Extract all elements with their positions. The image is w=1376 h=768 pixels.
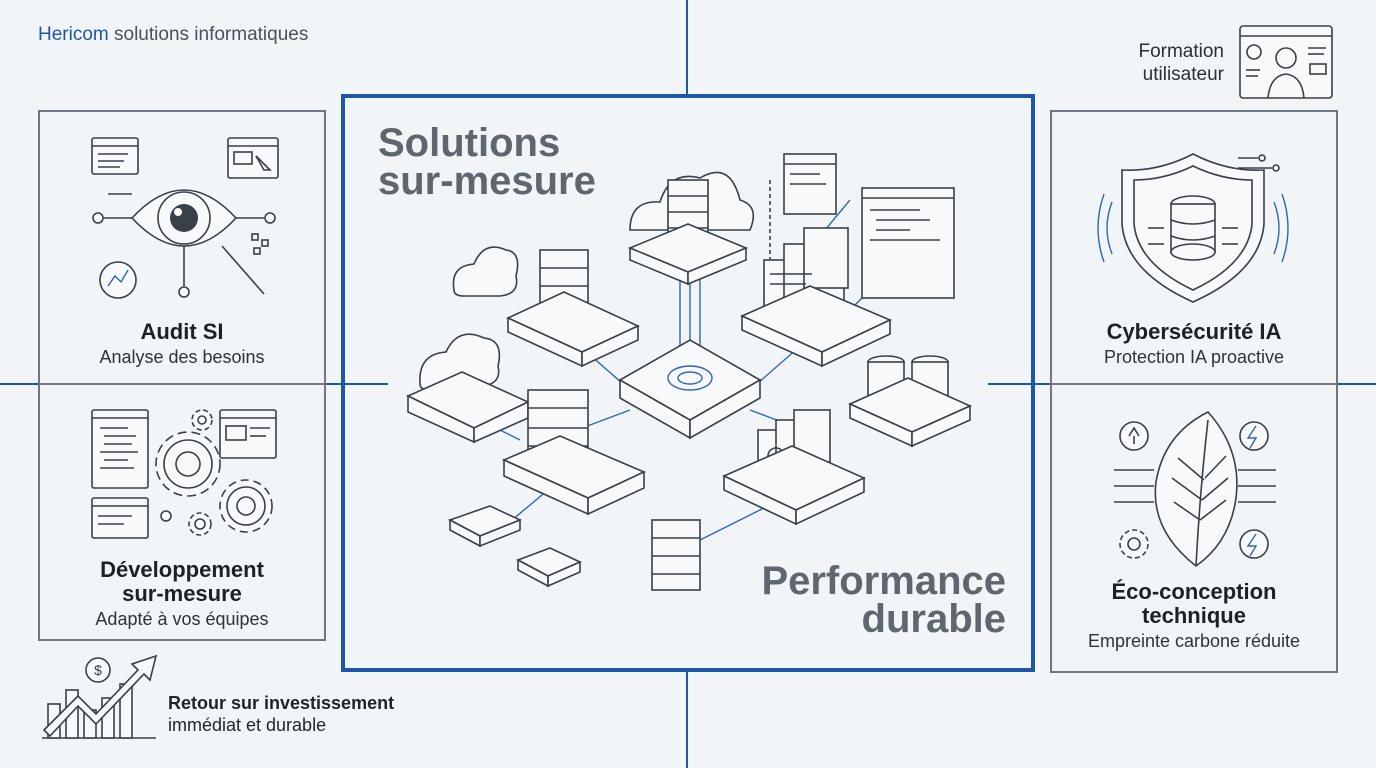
brand-tagline: solutions informatiques [114,24,309,45]
dev-title: Développement sur-mesure [40,558,324,606]
eco-title-line1: Éco-conception [1111,579,1277,604]
eco-title: Éco-conception technique [1052,580,1336,628]
roi-line2: immédiat et durable [168,715,327,735]
center-heading-top-line1: Solutions [378,121,561,165]
center-heading-top: Solutions sur-mesure [378,121,596,203]
growth-chart-icon: $ [42,654,158,739]
panel-center [341,94,1035,672]
formation-line1: Formation [1138,41,1224,62]
dev-title-line1: Développement [100,557,264,582]
brand-name: Hericom [38,24,109,45]
panel-eco-design [1050,383,1338,673]
leaf-circuit-icon [1114,411,1276,567]
eco-subtitle: Empreinte carbone réduite [1087,631,1301,651]
dev-subtitle: Adapté à vos équipes [95,609,269,629]
center-heading-bottom-line2: durable [861,597,1006,641]
user-training-icon [1239,25,1333,99]
dev-title-line2: sur-mesure [122,581,242,606]
eye-magnifier-icon [91,137,279,299]
guide-line-vertical-top [686,0,688,95]
dollar-sign: $ [94,662,102,678]
guide-line-vertical-bottom [686,670,688,768]
roi-label: Retour sur investissement immédiat et du… [168,692,394,736]
brand-title: Hericom solutions informatiques [38,24,308,46]
center-heading-top-line2: sur-mesure [378,159,596,203]
formation-label: Formation utilisateur [1100,40,1224,86]
audit-title: Audit SI [140,319,224,344]
cyber-subtitle: Protection IA proactive [1103,347,1285,367]
gears-code-icon [91,409,277,539]
center-heading-bottom-line1: Performance [761,559,1006,603]
network-infrastructure-illustration [406,153,972,591]
formation-line2: utilisateur [1142,64,1224,85]
center-heading-bottom: Performance durable [700,559,1006,641]
audit-subtitle: Analyse des besoins [99,347,265,367]
panel-development [38,383,326,641]
cyber-title: Cybersécurité IA [1106,319,1282,344]
roi-line1: Retour sur investissement [168,693,395,713]
shield-database-icon [1097,153,1289,303]
eco-title-line2: technique [1142,603,1246,628]
